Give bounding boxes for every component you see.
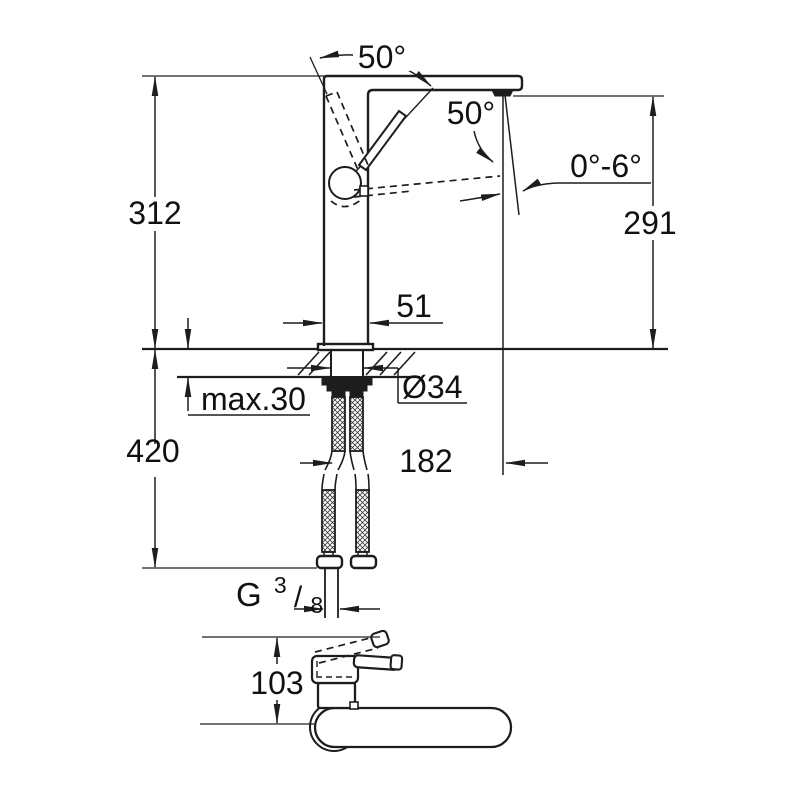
hose-connector-right — [349, 554, 378, 570]
text-backers — [127, 45, 676, 698]
supply-hoses — [315, 396, 378, 618]
handle-dashed-tip-cap — [370, 629, 390, 649]
lever-stub — [359, 185, 369, 197]
spout-angle-label: 50° — [358, 39, 406, 75]
width-51-label: 51 — [396, 288, 432, 324]
base-plate — [316, 342, 375, 352]
lever-pivot — [328, 166, 362, 200]
spout-top-view — [313, 706, 513, 749]
hose-connector-left — [315, 554, 344, 570]
dimension-lines — [142, 50, 664, 725]
top-view — [309, 629, 513, 752]
thread-numerator: 3 — [274, 572, 287, 598]
height-291-label: 291 — [623, 205, 676, 241]
max-thickness-label: max.30 — [201, 381, 306, 417]
depth-103-label: 103 — [250, 665, 303, 701]
handle-angle-label: 50° — [447, 95, 495, 131]
tilt-line — [504, 94, 520, 216]
hole-diameter-label: Ø34 — [402, 369, 462, 405]
hose-break-lines — [321, 450, 370, 491]
thread-size-label: G 3 / 8 — [236, 563, 323, 618]
side-view — [142, 56, 668, 618]
dimension-labels: 50° 50° 0°-6° 312 291 51 Ø34 max.30 420 … — [126, 39, 676, 701]
lever-dashed-positions — [325, 91, 501, 208]
handle-tip-cap — [389, 654, 404, 671]
lever-bar — [357, 109, 408, 172]
mounting-washer — [326, 384, 368, 392]
thread-slash: / — [294, 581, 303, 614]
height-312-label: 312 — [128, 195, 181, 231]
thread-denominator: 8 — [310, 592, 323, 618]
reach-182-label: 182 — [399, 443, 452, 479]
length-420-label: 420 — [126, 433, 179, 469]
dim-tilt-leader-left — [459, 193, 501, 202]
dim-tilt-leader-right — [522, 178, 558, 192]
cartridge-housing — [310, 654, 360, 685]
mounting-nut — [321, 376, 373, 386]
housing-hidden-edges — [316, 661, 352, 678]
tilt-range-label: 0°-6° — [570, 148, 642, 184]
dim-50-leader — [473, 130, 494, 163]
handle-top-view-dashed — [314, 636, 379, 664]
thread-prefix: G — [236, 576, 262, 613]
spout-notch — [349, 701, 359, 710]
aerator — [491, 89, 514, 97]
mounting-shank — [330, 348, 364, 378]
